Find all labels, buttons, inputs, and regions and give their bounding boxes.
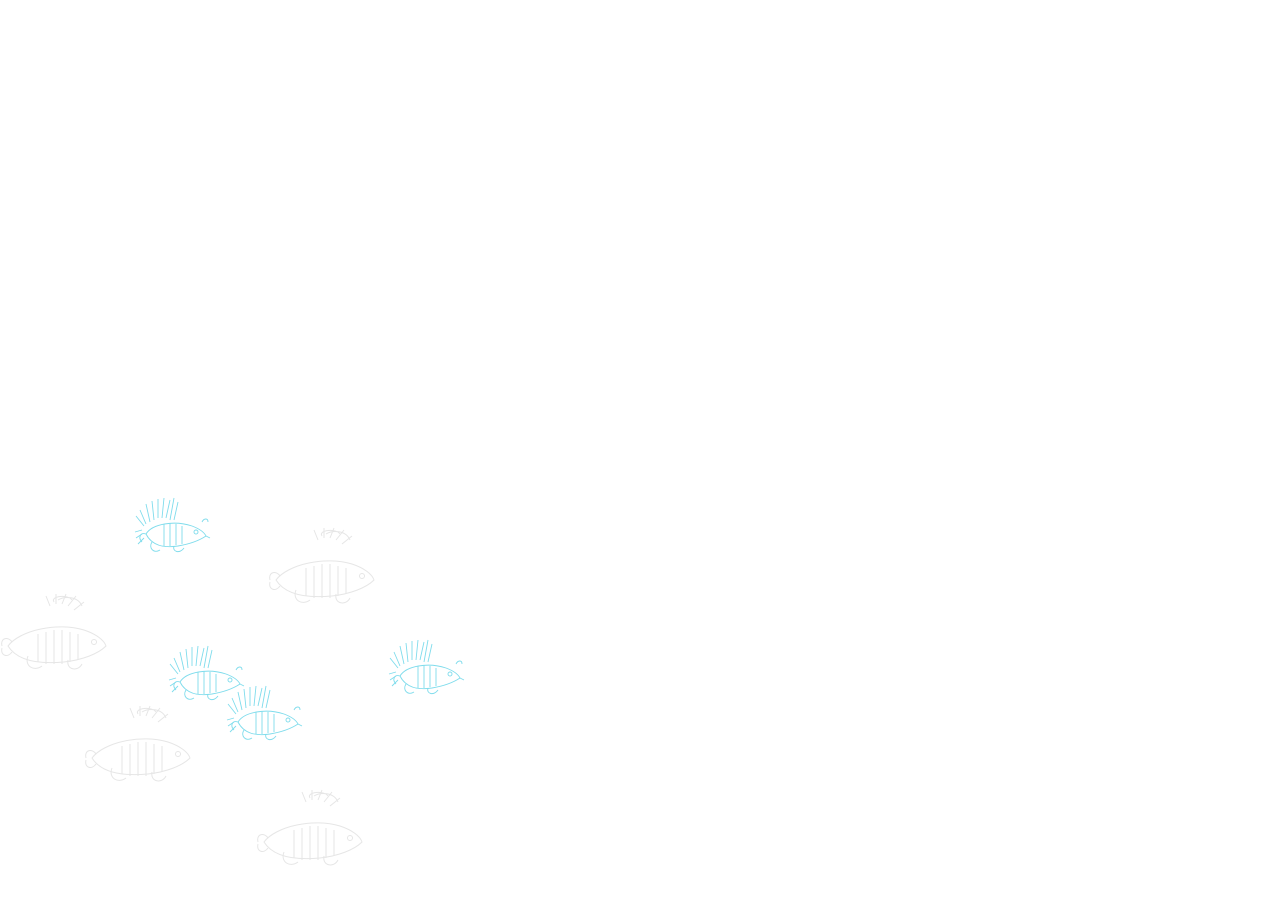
- lionfish-icon: [266, 526, 378, 610]
- lionfish-icon: [388, 638, 465, 698]
- lionfish-icon: [134, 496, 211, 556]
- lionfish-icon: [82, 704, 194, 788]
- lionfish-icon: [226, 684, 303, 744]
- lionfish-icon: [168, 644, 245, 704]
- lionfish-icon: [254, 788, 366, 872]
- lionfish-icon: [0, 592, 108, 676]
